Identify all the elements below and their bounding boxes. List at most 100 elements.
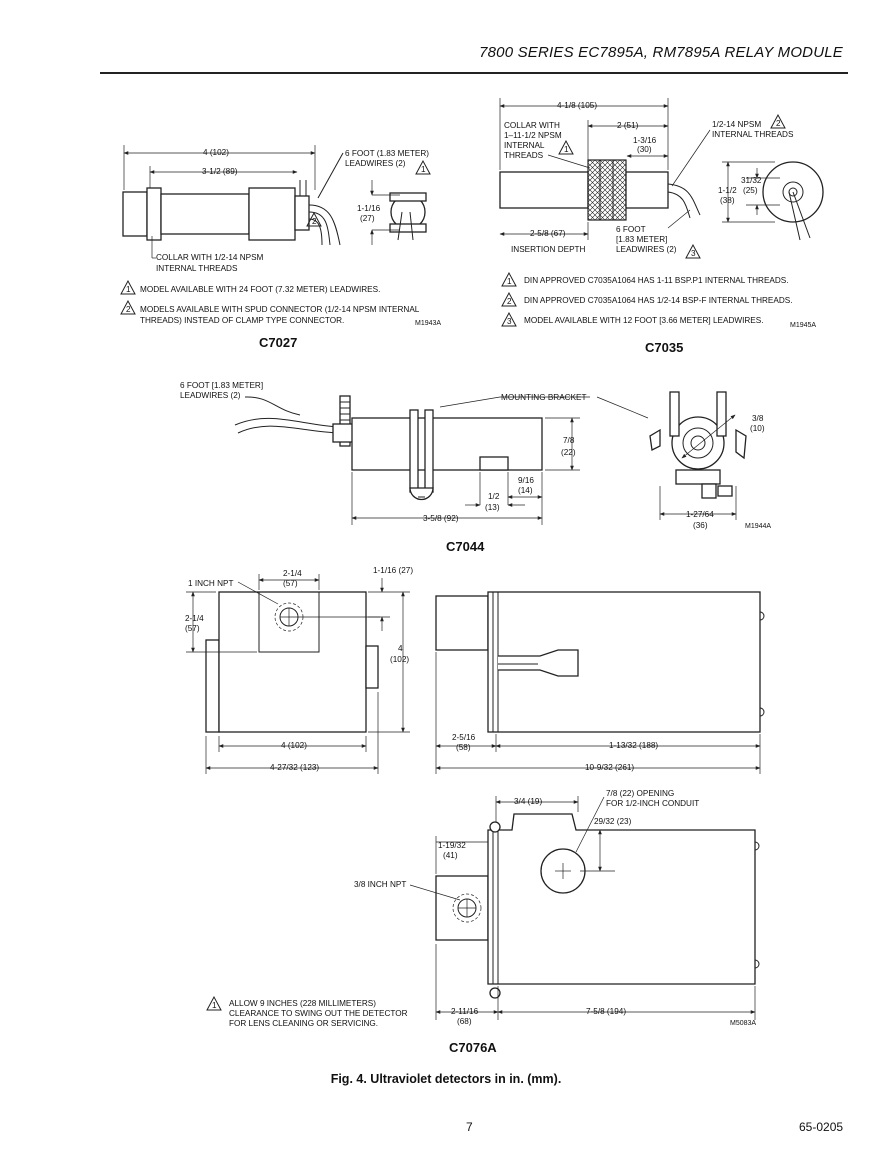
c7035-dim-1-1-2: 1-1/2 xyxy=(718,186,737,195)
c7076a-dim-2-11-16: 2-11/16 xyxy=(451,1007,479,1016)
c7076a-dim-2-5-16: 2-5/16 xyxy=(452,733,476,742)
c7076a-dim-1-13-32: 1-13/32 (188) xyxy=(609,741,658,750)
c7035-drawing: 4-1/8 (105) 2 (51) 1-3/16 (30) COLLAR WI… xyxy=(499,98,824,355)
c7076a-code: M5083A xyxy=(730,1020,756,1027)
c7044-dim-3-8: 3/8 xyxy=(752,414,764,423)
c7035-foot-3: LEADWIRES (2) xyxy=(616,245,677,254)
c7027-leadwires-1: 6 FOOT (1.83 METER) xyxy=(345,149,429,158)
c7044-foot-2: LEADWIRES (2) xyxy=(180,391,241,400)
c7035-body xyxy=(499,171,589,209)
c7035-mark-1: 1 xyxy=(564,145,569,154)
c7076a-dim-68: (68) xyxy=(457,1017,472,1026)
c7076a-bottom-body xyxy=(487,813,756,985)
c7027-collar xyxy=(122,191,148,237)
c7076a-dim-10-9-32: 10-9/32 (261) xyxy=(585,763,634,772)
c7076a-dim-29-32: 29/32 (23) xyxy=(594,817,632,826)
c7027-collar-2: INTERNAL THREADS xyxy=(156,264,238,273)
c7035-mark-3: 3 xyxy=(691,249,696,258)
c7027-dim-4: 4 (102) xyxy=(203,148,229,157)
c7076a-dim-4h: 4 (102) xyxy=(281,741,307,750)
c7035-insertion: INSERTION DEPTH xyxy=(511,245,586,254)
page-header-title: 7800 SERIES EC7895A, RM7895A RELAY MODUL… xyxy=(479,44,843,61)
c7035-note-num-3: 3 xyxy=(507,317,512,326)
c7027-dim-1-1-16: 1-1/16 xyxy=(357,204,381,213)
header-rule xyxy=(100,72,848,74)
c7035-npsm-1: 1/2-14 NPSM xyxy=(712,120,761,129)
c7035-label: C7035 xyxy=(645,340,683,355)
c7076a-dim-1-1-16: 1-1/16 (27) xyxy=(373,566,413,575)
c7076a-dim-4-27-32: 4-27/32 (123) xyxy=(270,763,319,772)
c7035-collar-4: THREADS xyxy=(504,151,544,160)
c7027-leadwires-2: LEADWIRES (2) xyxy=(345,159,406,168)
c7076a-note-3: FOR LENS CLEANING OR SERVICING. xyxy=(229,1019,378,1028)
c7076a-drawing: 1 INCH NPT 2-1/4 (57) 2-1/4 (57) 1-1/16 … xyxy=(185,566,765,774)
document-number: 65-0205 xyxy=(799,1120,844,1134)
c7035-code: M1945A xyxy=(790,322,816,329)
c7044-foot-1: 6 FOOT [1.83 METER] xyxy=(180,381,263,390)
c7027-label: C7027 xyxy=(259,335,297,350)
c7044-dim-1-27-64: 1-27/64 xyxy=(686,510,714,519)
c7035-dim-30: (30) xyxy=(637,145,652,154)
c7044-dim-3-5-8: 3-5/8 (92) xyxy=(423,514,459,523)
c7076a-dim-1-19-32: 1-19/32 xyxy=(438,841,466,850)
c7044-end-view xyxy=(671,416,725,470)
c7035-collar-3: INTERNAL xyxy=(504,141,545,150)
c7076a-bottom-drawing: 3/4 (19) 7/8 (22) OPENING FOR 1/2-INCH C… xyxy=(206,789,760,1055)
c7027-note-mark-2: 2 xyxy=(312,217,317,226)
c7035-foot-1: 6 FOOT xyxy=(616,225,646,234)
c7076a-dim-4v: 4 xyxy=(398,644,403,653)
c7076a-note-num-1: 1 xyxy=(212,1001,217,1010)
c7035-note-1: DIN APPROVED C7035A1064 HAS 1-11 BSP.P1 … xyxy=(524,276,789,285)
c7035-dim-31-32: 31/32 xyxy=(741,176,762,185)
c7044-dim-36: (36) xyxy=(693,521,708,530)
c7076a-dim-2-1-4b: 2-1/4 xyxy=(185,614,204,623)
c7076a-npt1: 1 INCH NPT xyxy=(188,579,234,588)
c7044-bracket-label: MOUNTING BRACKET xyxy=(501,393,587,402)
page-number: 7 xyxy=(466,1120,473,1134)
c7076a-note-1: ALLOW 9 INCHES (228 MILLIMETERS) xyxy=(229,999,376,1008)
c7027-drawing: 4 (102) 3-1/2 (89) COLLAR WITH 1/2-14 NP… xyxy=(120,145,441,350)
c7035-note-num-1: 1 xyxy=(507,277,512,286)
c7027-note-1: MODEL AVAILABLE WITH 24 FOOT (7.32 METER… xyxy=(140,285,380,294)
c7035-collar-1: COLLAR WITH xyxy=(504,121,560,130)
c7044-dim-10: (10) xyxy=(750,424,765,433)
c7035-collar-2: 1–11-1/2 NPSM xyxy=(504,131,562,140)
c7035-dim-2-5-8: 2-5/8 (67) xyxy=(530,229,566,238)
c7076a-dim-58: (58) xyxy=(456,743,471,752)
c7027-collar-1: COLLAR WITH 1/2-14 NPSM xyxy=(156,253,264,262)
c7027-dim-3-1-2: 3-1/2 (89) xyxy=(202,167,238,176)
figure-caption: Fig. 4. Ultraviolet detectors in in. (mm… xyxy=(330,1072,562,1086)
c7044-dim-1-2: 1/2 xyxy=(488,492,500,501)
c7076a-opening-2: FOR 1/2-INCH CONDUIT xyxy=(606,799,699,808)
c7044-code: M1944A xyxy=(745,523,771,530)
c7035-collar xyxy=(587,159,627,221)
c7027-dim-27: (27) xyxy=(360,214,375,223)
c7076a-dim-102v: (102) xyxy=(390,655,409,664)
c7035-note-3: MODEL AVAILABLE WITH 12 FOOT [3.66 METER… xyxy=(524,316,763,325)
c7076a-dim-3-4: 3/4 (19) xyxy=(514,797,542,806)
c7076a-note-2: CLEARANCE TO SWING OUT THE DETECTOR xyxy=(229,1009,408,1018)
c7044-label: C7044 xyxy=(446,539,485,554)
c7044-dim-9-16: 9/16 xyxy=(518,476,534,485)
c7044-dim-7-8: 7/8 xyxy=(563,436,575,445)
c7076a-front-body xyxy=(218,591,367,733)
c7035-dim-25: (25) xyxy=(743,186,758,195)
c7044-clip xyxy=(339,395,351,447)
c7035-dim-38: (38) xyxy=(720,196,735,205)
c7035-dim-4-1-8: 4-1/8 (105) xyxy=(557,101,597,110)
c7076a-dim-57b: (57) xyxy=(185,624,200,633)
c7027-note-2-1: MODELS AVAILABLE WITH SPUD CONNECTOR (1/… xyxy=(140,305,420,314)
c7027-body xyxy=(160,193,250,235)
c7044-dim-13: (13) xyxy=(485,503,500,512)
c7044-dim-14: (14) xyxy=(518,486,533,495)
c7076a-label: C7076A xyxy=(449,1040,497,1055)
c7044-bracket xyxy=(409,409,419,493)
c7027-note-2-2: THREADS) INSTEAD OF CLAMP TYPE CONNECTOR… xyxy=(140,316,344,325)
c7035-foot-2: [1.83 METER] xyxy=(616,235,667,244)
c7076a-dim-7-5-8: 7-5/8 (194) xyxy=(586,1007,626,1016)
c7027-note-num-2: 2 xyxy=(126,305,131,314)
c7044-drawing: 6 FOOT [1.83 METER] LEADWIRES (2) MOUNTI… xyxy=(180,381,771,554)
c7035-note-num-2: 2 xyxy=(507,297,512,306)
c7035-dim-2: 2 (51) xyxy=(617,121,639,130)
c7027-note-num-1: 1 xyxy=(126,285,131,294)
